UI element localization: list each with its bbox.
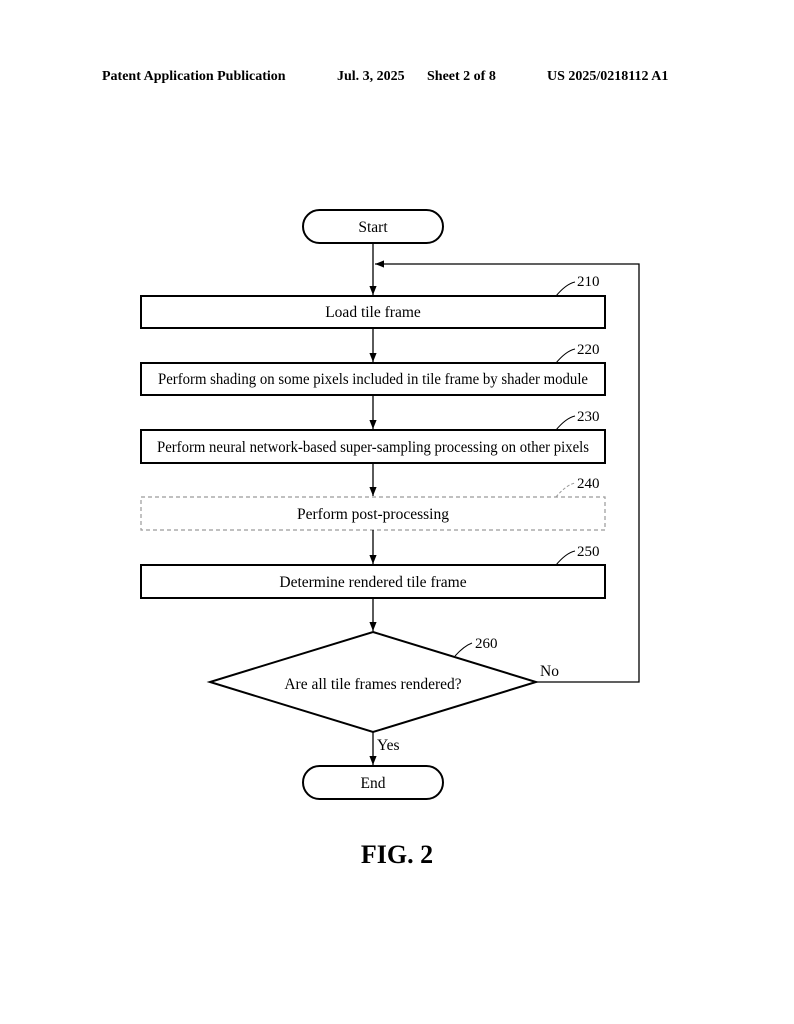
publication-date: Jul. 3, 2025 bbox=[337, 69, 405, 84]
step-240-ref-leader bbox=[555, 482, 576, 498]
step-250-box bbox=[140, 564, 606, 599]
step-210-label: Load tile frame bbox=[325, 304, 421, 321]
step-210-ref: 210 bbox=[577, 274, 600, 290]
decision-260-ref: 260 bbox=[475, 636, 498, 652]
step-230-ref: 230 bbox=[577, 409, 600, 425]
decision-260-ref-leader bbox=[454, 642, 473, 657]
step-240-ref: 240 bbox=[577, 476, 600, 492]
publication-type: Patent Application Publication bbox=[102, 69, 286, 84]
figure-label: FIG. 2 bbox=[360, 840, 434, 869]
no-label: No bbox=[540, 663, 559, 680]
no-loop-connector bbox=[375, 260, 640, 683]
publication-number: US 2025/0218112 A1 bbox=[547, 69, 669, 84]
step-220-ref: 220 bbox=[577, 342, 600, 358]
end-label: End bbox=[361, 775, 386, 792]
sheet-number: Sheet 2 of 8 bbox=[427, 69, 496, 84]
step-250-label: Determine rendered tile frame bbox=[279, 574, 466, 591]
step-230-label: Perform neural network-based super-sampl… bbox=[157, 439, 589, 456]
page-header: Patent Application Publication Jul. 3, 2… bbox=[0, 69, 794, 89]
step-210-ref-leader bbox=[555, 281, 576, 297]
decision-260-label: Are all tile frames rendered? bbox=[284, 676, 461, 693]
step-240-label: Perform post-processing bbox=[297, 506, 449, 523]
end-terminal bbox=[302, 765, 444, 800]
step-210-box bbox=[140, 295, 606, 329]
step-250-ref: 250 bbox=[577, 544, 600, 560]
yes-label: Yes bbox=[377, 737, 400, 754]
start-label: Start bbox=[358, 219, 388, 236]
step-250-ref-leader bbox=[555, 550, 576, 566]
step-220-label: Perform shading on some pixels included … bbox=[158, 371, 588, 388]
step-230-box bbox=[140, 429, 606, 464]
step-230-ref-leader bbox=[555, 415, 576, 431]
step-220-ref-leader bbox=[555, 348, 576, 364]
